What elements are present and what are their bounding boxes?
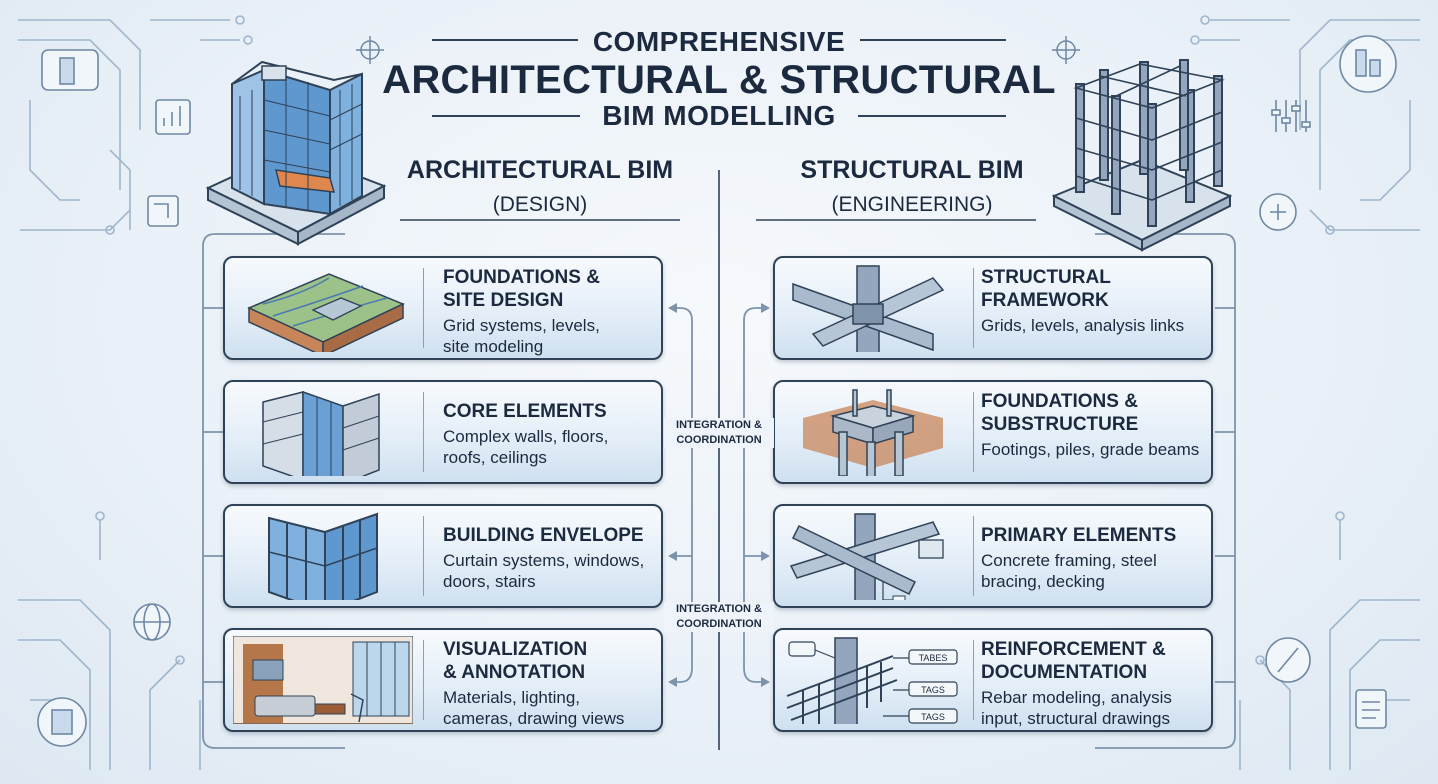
card-title-line: DOCUMENTATION xyxy=(981,662,1148,683)
tools-icon xyxy=(1259,193,1297,231)
building-badge-icon xyxy=(41,49,99,91)
crosshair-icon xyxy=(356,36,1080,64)
card-title-line: FRAMEWORK xyxy=(981,290,1109,311)
core-walls-icon xyxy=(262,390,380,476)
structural-heading: STRUCTURAL BIM xyxy=(800,156,1024,184)
card-desc-line: bracing, decking xyxy=(981,572,1105,591)
steel-beam-joint-icon xyxy=(792,265,945,352)
structural-subheading: (ENGINEERING) xyxy=(831,193,993,216)
arch-card-core-elements: CORE ELEMENTS Complex walls, floors, roo… xyxy=(223,380,663,484)
struct-card-primary-elements: PRIMARY ELEMENTS Concrete framing, steel… xyxy=(773,504,1213,608)
architectural-heading: ARCHITECTURAL BIM xyxy=(406,156,674,184)
steel-frame-building-icon xyxy=(1051,59,1233,252)
floorplan-icon xyxy=(147,195,179,227)
circuit-lines-icon xyxy=(18,15,1420,770)
card-desc-line: Materials, lighting, xyxy=(443,688,581,707)
arch-card-visualization: VISUALIZATION & ANNOTATION Materials, li… xyxy=(223,628,663,732)
sliders-icon xyxy=(1271,100,1311,132)
card-desc-line: Complex walls, floors, xyxy=(443,427,609,446)
card-desc-line: Curtain systems, windows, xyxy=(443,551,645,570)
struct-card-reinforcement: TABES TAGS TAGS REINFORCEMENT & DOCUMENT… xyxy=(773,628,1213,732)
document-icon-right xyxy=(1355,689,1387,729)
card-title-line: SUBSTRUCTURE xyxy=(981,414,1139,435)
arch-card-building-envelope: BUILDING ENVELOPE Curtain systems, windo… xyxy=(223,504,663,608)
integration-label-1: INTEGRATION & COORDINATION xyxy=(664,418,774,448)
arch-card-site-design: FOUNDATIONS & SITE DESIGN Grid systems, … xyxy=(223,256,663,360)
structural-header: STRUCTURAL BIM (ENGINEERING) xyxy=(752,156,1072,217)
card-title-line: BUILDING ENVELOPE xyxy=(443,525,644,546)
card-desc-line: Grid systems, levels, xyxy=(443,316,600,335)
rebar-cage-icon: TABES TAGS TAGS xyxy=(786,637,958,724)
beam-connection-icon xyxy=(789,513,944,600)
card-title-line: FOUNDATIONS & xyxy=(981,391,1138,412)
tag-label: TAGS xyxy=(921,685,945,695)
integration-label-2: INTEGRATION & COORDINATION xyxy=(664,602,774,632)
globe-icon xyxy=(133,603,171,641)
struct-card-foundations: FOUNDATIONS & SUBSTRUCTURE Footings, pil… xyxy=(773,380,1213,484)
title-line-1: COMPREHENSIVE xyxy=(592,26,846,57)
card-desc-line: input, structural drawings xyxy=(981,709,1170,728)
card-desc-line: Footings, piles, grade beams xyxy=(981,440,1200,459)
building-chart-icon xyxy=(1339,35,1397,93)
glass-building-icon xyxy=(205,60,387,246)
card-desc-line: Grids, levels, analysis links xyxy=(981,316,1185,335)
card-title-line: PRIMARY ELEMENTS xyxy=(981,525,1177,546)
card-desc-line: doors, stairs xyxy=(443,572,536,591)
card-title-line: CORE ELEMENTS xyxy=(443,401,607,422)
tag-label: TABES xyxy=(919,653,948,663)
card-title-line: & ANNOTATION xyxy=(443,662,586,683)
pile-footing-icon xyxy=(803,389,943,476)
curtain-wall-icon xyxy=(268,512,378,600)
card-desc-line: Concrete framing, steel xyxy=(981,551,1157,570)
card-desc-line: Rebar modeling, analysis xyxy=(981,688,1172,707)
interior-render-icon xyxy=(233,636,413,724)
title-line-2: ARCHITECTURAL & STRUCTURAL xyxy=(382,58,1056,102)
architectural-subheading: (DESIGN) xyxy=(492,193,588,216)
drafting-icon xyxy=(1265,637,1311,683)
chart-icon xyxy=(155,99,191,135)
card-title-line: SITE DESIGN xyxy=(443,290,564,311)
card-title-line: VISUALIZATION xyxy=(443,639,588,660)
architectural-header: ARCHITECTURAL BIM (DESIGN) xyxy=(380,156,700,217)
card-title-line: STRUCTURAL xyxy=(981,267,1111,288)
card-desc-line: cameras, drawing views xyxy=(443,709,625,728)
tag-label: TAGS xyxy=(921,712,945,722)
card-desc-line: roofs, ceilings xyxy=(443,448,547,467)
struct-card-framework: STRUCTURAL FRAMEWORK Grids, levels, anal… xyxy=(773,256,1213,360)
document-icon xyxy=(37,697,87,747)
card-title-line: FOUNDATIONS & xyxy=(443,267,600,288)
site-terrain-icon xyxy=(247,273,405,352)
card-desc-line: site modeling xyxy=(443,337,544,356)
card-title-line: REINFORCEMENT & xyxy=(981,639,1166,660)
title-line-3: BIM MODELLING xyxy=(602,100,836,131)
